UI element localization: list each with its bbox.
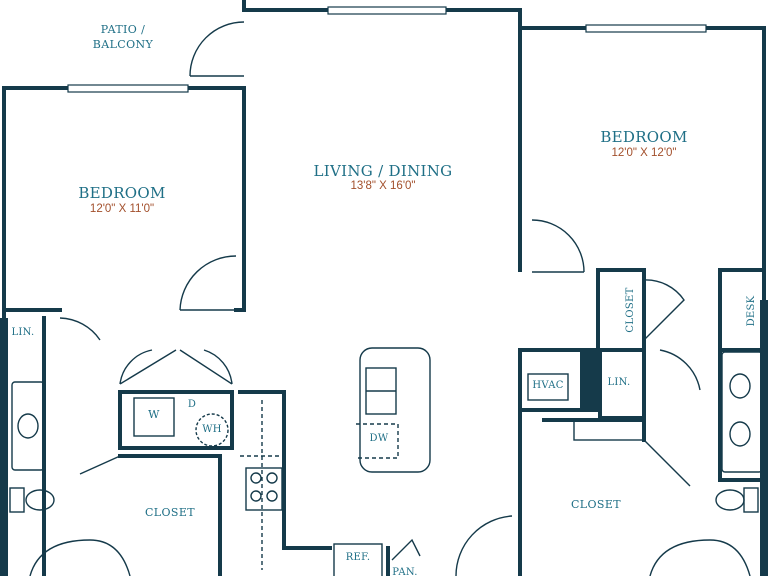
wall-hvac-thick	[580, 350, 600, 410]
counter-kitchen	[240, 400, 284, 570]
closet-small-label: CLOSET	[625, 287, 636, 333]
lin-left-label: LIN.	[11, 327, 35, 338]
tub-left	[29, 539, 131, 576]
door-bath-left	[59, 317, 101, 341]
door-closet-right	[643, 439, 691, 487]
closet-right-shelf	[573, 419, 645, 441]
washer-label: W	[148, 408, 160, 421]
desk-label: DESK	[746, 295, 757, 327]
tub-right	[649, 539, 751, 576]
living-dims: 13'8" X 16'0"	[350, 180, 416, 192]
bedroom-left-dims: 12'0" X 11'0"	[89, 203, 155, 215]
wall-right-top	[522, 26, 766, 302]
fridge	[333, 543, 383, 576]
door-pantry	[391, 538, 421, 561]
sink-right-1	[729, 373, 751, 399]
door-bedroom-right	[531, 219, 585, 273]
sink-left	[17, 413, 39, 439]
sink-right-2	[729, 421, 751, 447]
island	[359, 347, 431, 473]
toilet-left	[25, 489, 55, 511]
wall-laundry	[118, 390, 234, 450]
stove	[245, 467, 283, 511]
closet-left-label: CLOSET	[144, 506, 196, 519]
bedroom-left-name: BEDROOM	[78, 184, 166, 202]
door-laundry-left	[119, 349, 177, 385]
door-bath-right	[659, 349, 701, 391]
door-closet-small	[643, 279, 685, 341]
wall-kitchen	[238, 390, 332, 550]
fridge-label: REF.	[345, 552, 371, 563]
countertop-dw	[356, 423, 399, 459]
wall-living-top	[246, 8, 522, 272]
window-living	[327, 6, 447, 15]
wall-closet-right	[542, 418, 646, 442]
door-entry	[455, 515, 513, 576]
wall-closet-left	[118, 454, 222, 576]
wall-right-thick	[760, 300, 768, 576]
vanity-left	[11, 381, 45, 471]
bedroom-right-dims: 12'0" X 12'0"	[611, 147, 677, 159]
bedroom-right-name: BEDROOM	[600, 128, 688, 146]
wall-desk	[718, 270, 766, 352]
vanity-right	[721, 351, 763, 473]
toilet-right	[715, 489, 745, 511]
door-bedroom-left	[179, 255, 237, 311]
patio-label-line1: PATIO /	[100, 23, 146, 36]
door-patio	[189, 21, 245, 77]
wall-closet-small	[596, 270, 646, 352]
closet-right-label: CLOSET	[570, 498, 622, 511]
dryer-label: D	[187, 399, 197, 410]
hvac-unit	[527, 373, 569, 401]
dishwasher-label: DW	[369, 433, 389, 444]
patio-label: PATIO / BALCONY	[78, 22, 168, 52]
lin-right-label: LIN.	[607, 377, 631, 388]
living-name: LIVING / DINING	[313, 162, 453, 180]
window-bedroom-right	[585, 24, 707, 33]
hvac-label: HVAC	[532, 380, 564, 391]
door-closet-left	[79, 455, 121, 475]
patio-label-line2: BALCONY	[92, 38, 154, 51]
water-heater	[195, 413, 229, 447]
pantry-label: PAN.	[392, 567, 418, 576]
window-bedroom-left	[67, 84, 189, 93]
wall-left-thick	[0, 318, 8, 576]
washer	[133, 397, 175, 437]
water-heater-label: WH	[202, 424, 222, 435]
door-laundry-right	[179, 349, 233, 385]
wall-bath-right	[718, 348, 766, 482]
